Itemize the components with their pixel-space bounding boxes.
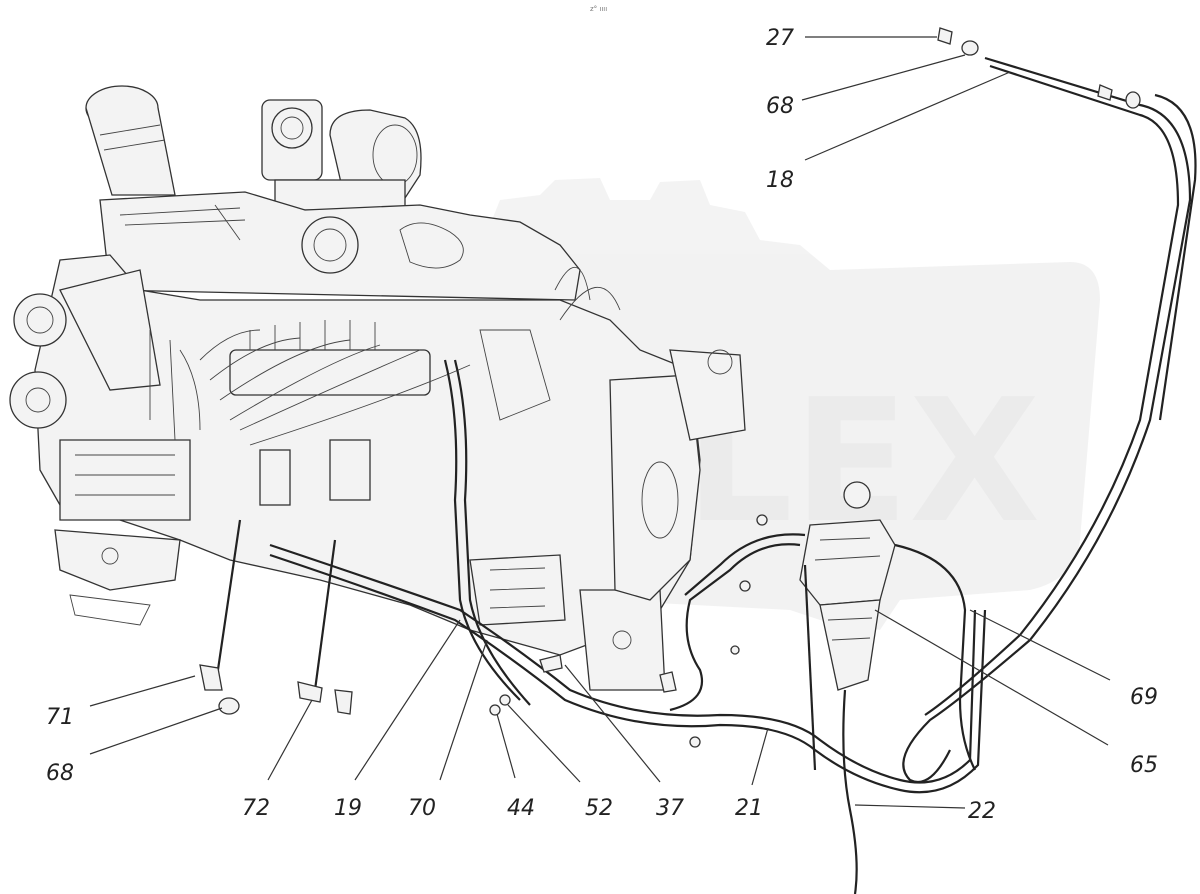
callout-21: 21	[735, 796, 763, 821]
callout-18: 18	[766, 168, 794, 193]
callout-52: 52	[585, 796, 613, 821]
oil-filter	[85, 85, 176, 196]
callout-70: 70	[408, 796, 436, 821]
callout-44: 44	[507, 796, 535, 821]
header-mark: z° ıııı	[590, 5, 607, 13]
callout-65: 65	[1130, 753, 1158, 778]
fuel-filter-unit	[799, 481, 896, 691]
leader-lines	[89, 36, 1111, 809]
fittings	[199, 27, 1141, 748]
callout-22: 22	[968, 799, 996, 824]
injection-pump	[149, 267, 621, 506]
callout-69: 69	[1130, 685, 1158, 710]
callout-27: 27	[766, 26, 794, 51]
callout-37: 37	[656, 796, 684, 821]
callout-labels: 27 68 18 69 65 22 21 37 52 44 70 19 72 6…	[46, 26, 1158, 824]
fuel-lines	[213, 56, 1197, 894]
turbocharger	[261, 99, 422, 211]
callout-68-top: 68	[766, 94, 794, 119]
callout-19: 19	[334, 796, 362, 821]
callout-71: 71	[46, 705, 74, 730]
callout-68-bottom: 68	[46, 761, 74, 786]
engine-assembly	[9, 85, 746, 691]
callout-72: 72	[242, 796, 270, 821]
